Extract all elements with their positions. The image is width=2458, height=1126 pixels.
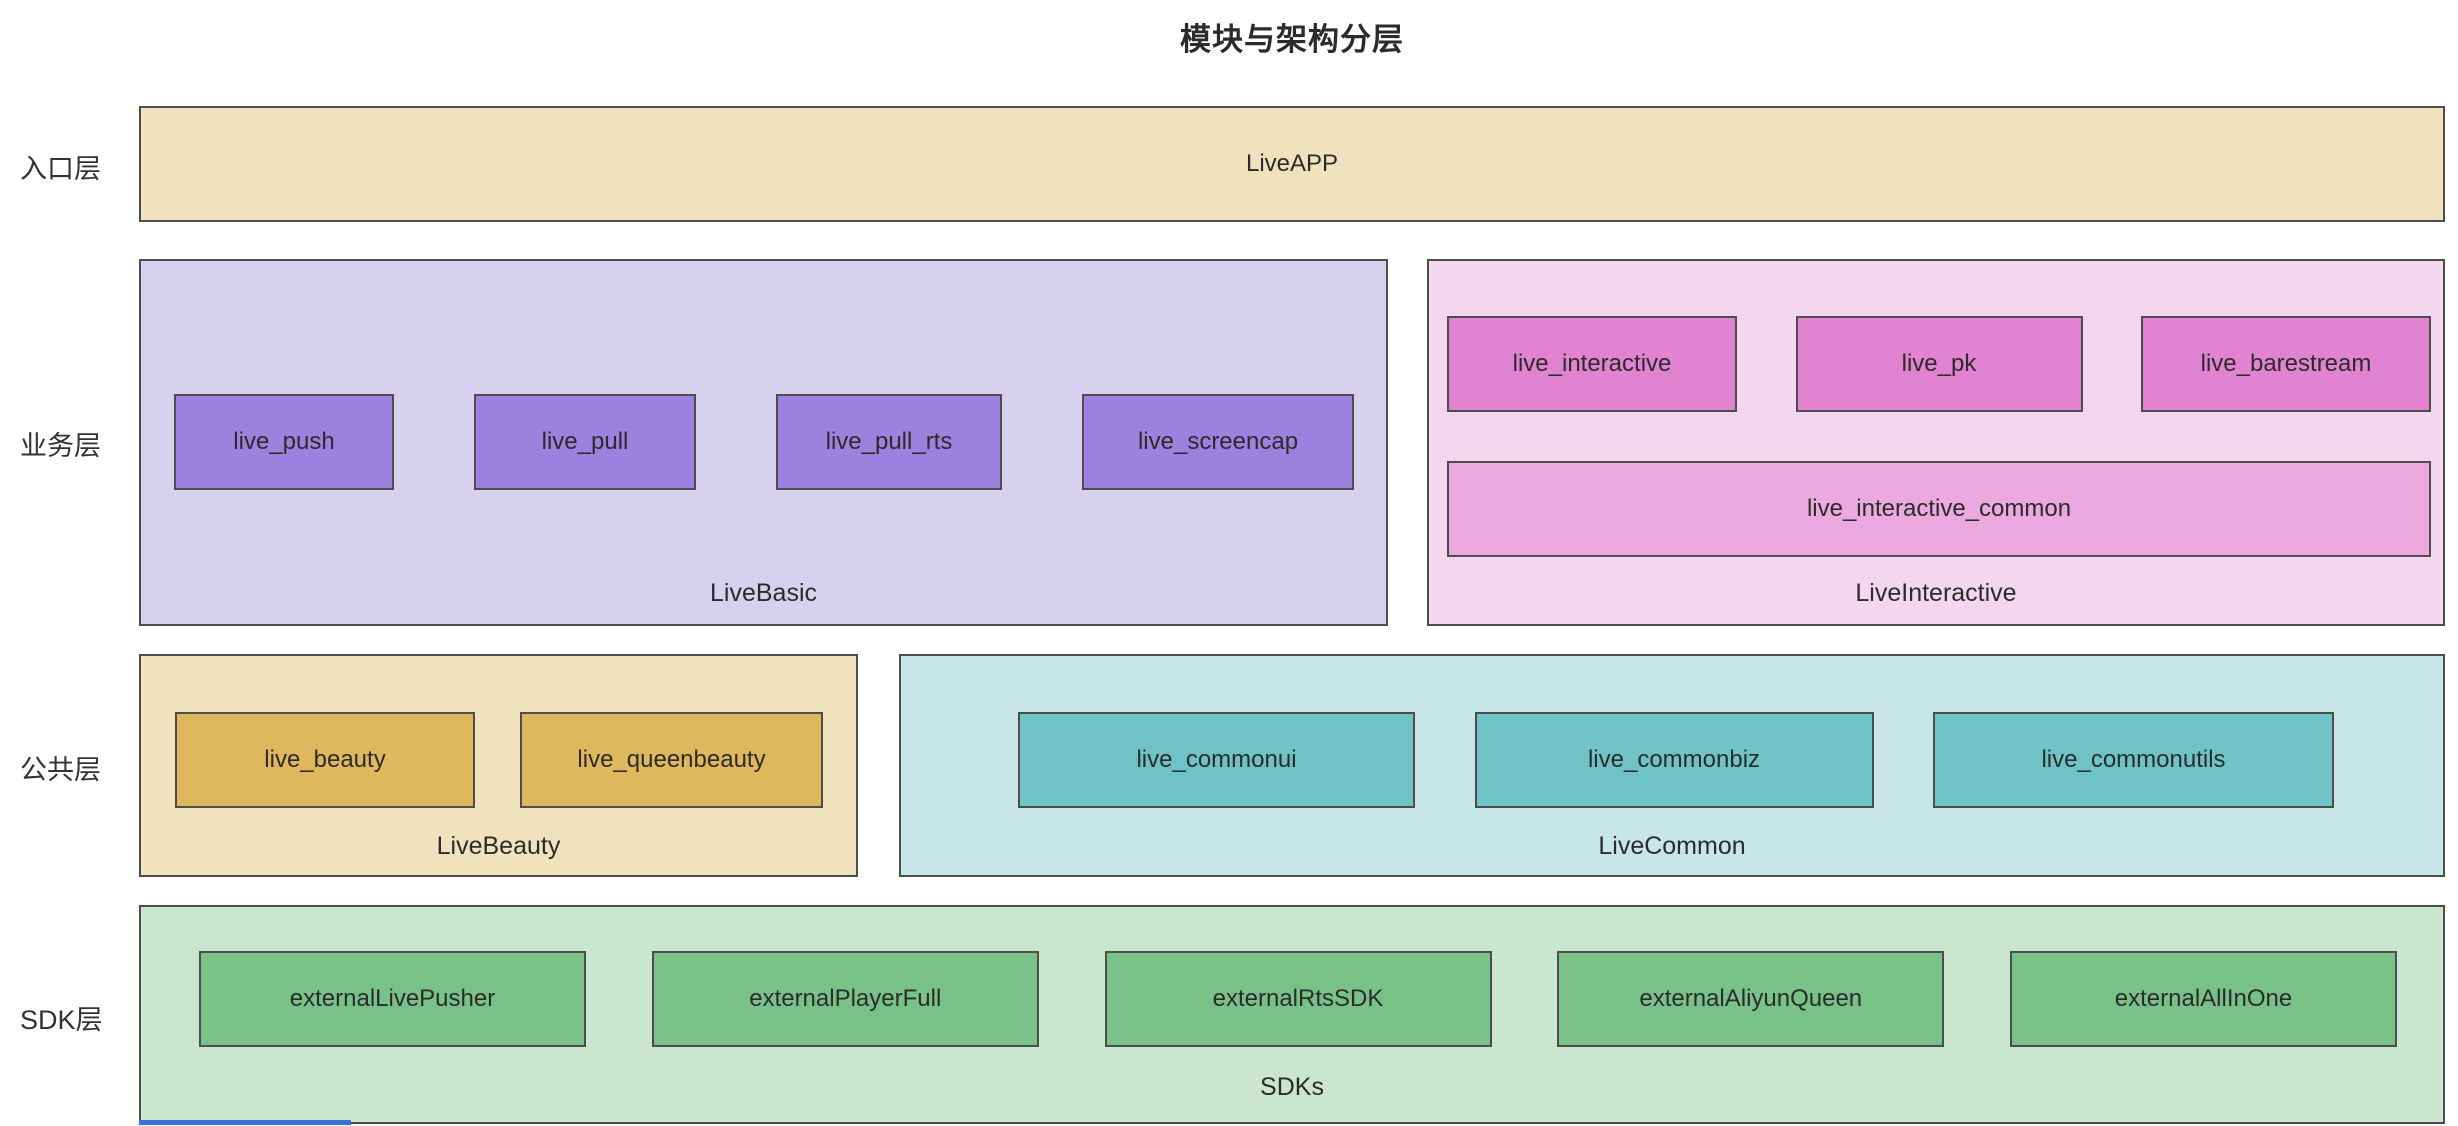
cluster-livebeauty: live_beauty live_queenbeauty LiveBeauty <box>139 654 858 877</box>
cluster-sdks: externalLivePusher externalPlayerFull ex… <box>139 905 2445 1124</box>
node-liveapp: LiveAPP <box>139 106 2445 222</box>
module-live-commonbiz: live_commonbiz <box>1474 712 1874 808</box>
module-live-screencap: live_screencap <box>1082 394 1354 490</box>
module-live-beauty: live_beauty <box>175 712 475 808</box>
livebeauty-module-row: live_beauty live_queenbeauty <box>175 712 823 808</box>
cluster-liveinteractive: live_interactive live_pk live_barestream… <box>1427 259 2445 626</box>
row-label-sdk-layer: SDK层 <box>20 1005 103 1035</box>
cluster-label-livebeauty: LiveBeauty <box>436 832 561 860</box>
row-label-business-layer: 业务层 <box>20 431 101 461</box>
liveinteractive-module-row: live_interactive live_pk live_barestream <box>1447 316 2431 412</box>
module-live-barestream: live_barestream <box>2141 316 2431 412</box>
cluster-label-livebasic: LiveBasic <box>710 579 817 607</box>
module-live-queenbeauty: live_queenbeauty <box>520 712 823 808</box>
module-live-commonui: live_commonui <box>1018 712 1415 808</box>
module-external-aliyunqueen: externalAliyunQueen <box>1557 951 1945 1047</box>
cluster-label-livecommon: LiveCommon <box>1598 832 1746 860</box>
cluster-livecommon: live_commonui live_commonbiz live_common… <box>899 654 2445 877</box>
livebasic-module-row: live_push live_pull live_pull_rts live_s… <box>174 394 1354 490</box>
cluster-label-sdks: SDKs <box>1260 1073 1324 1101</box>
diagram-title: 模块与架构分层 <box>1180 22 1404 57</box>
module-live-interactive-common: live_interactive_common <box>1447 461 2431 557</box>
module-external-rtssdk: externalRtsSDK <box>1104 951 1492 1047</box>
module-live-commonutils: live_commonutils <box>1933 712 2334 808</box>
livecommon-module-row: live_commonui live_commonbiz live_common… <box>1018 712 2334 808</box>
module-live-pull: live_pull <box>474 394 696 490</box>
sdks-module-row: externalLivePusher externalPlayerFull ex… <box>199 951 2397 1047</box>
module-live-interactive: live_interactive <box>1447 316 1737 412</box>
module-external-playerfull: externalPlayerFull <box>651 951 1039 1047</box>
cluster-label-liveinteractive: LiveInteractive <box>1855 579 2017 607</box>
bottom-edge-artifact <box>139 1120 351 1125</box>
row-label-entry-layer: 入口层 <box>20 154 101 184</box>
module-live-pk: live_pk <box>1795 316 2083 412</box>
cluster-livebasic: live_push live_pull live_pull_rts live_s… <box>139 259 1388 626</box>
module-external-allinone: externalAllInOne <box>2010 951 2397 1047</box>
module-external-livepusher: externalLivePusher <box>199 951 586 1047</box>
module-live-push: live_push <box>174 394 394 490</box>
module-live-pull-rts: live_pull_rts <box>776 394 1002 490</box>
row-label-common-layer: 公共层 <box>20 755 101 785</box>
